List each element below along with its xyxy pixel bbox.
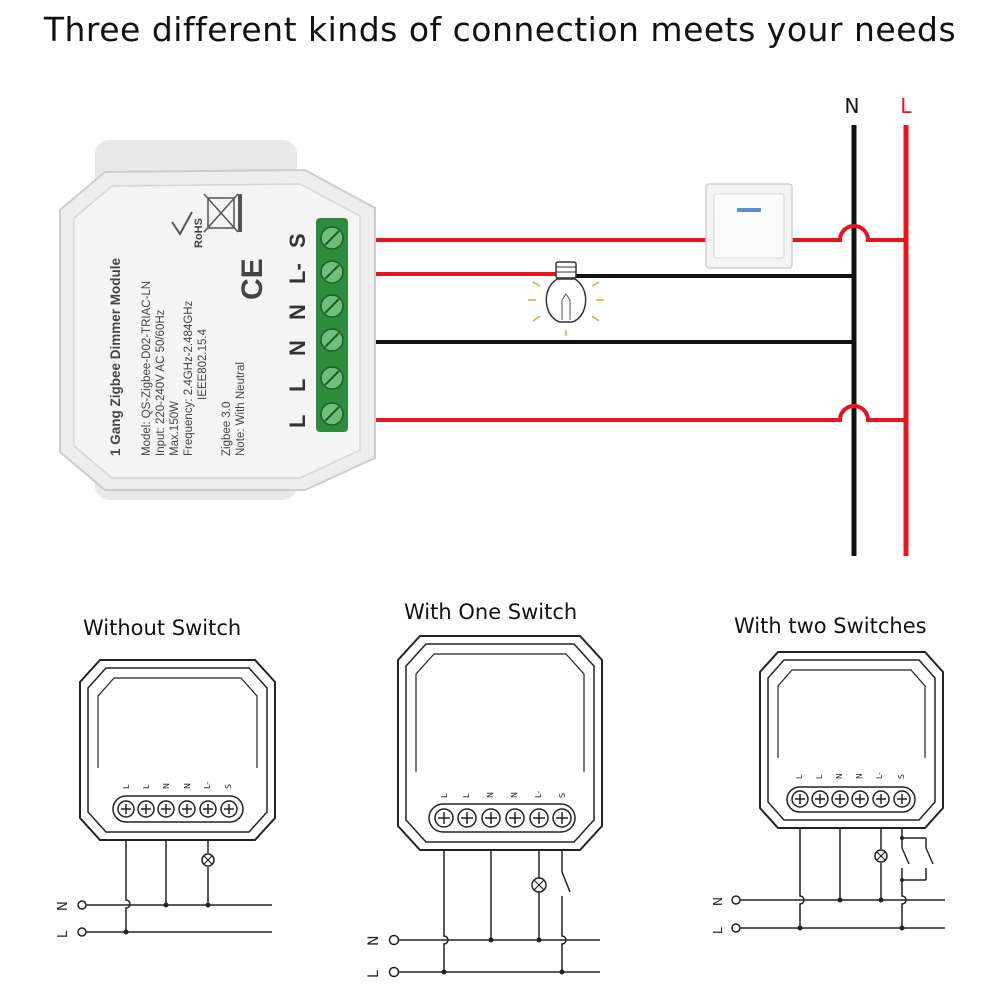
module-zigbee: Zigbee 3.0 (221, 402, 233, 456)
terminal-label-s: S (285, 233, 310, 248)
module-spec-max: Max.150W (169, 401, 181, 456)
main-wiring: N L (59, 94, 912, 556)
terminal-label-n2: N (285, 304, 310, 320)
page-title: Three different kinds of connection meet… (43, 10, 957, 49)
d1-term-label: L (142, 784, 151, 789)
live-bus-label: L (900, 94, 912, 118)
d3-term-label: L (795, 774, 804, 779)
terminal-label-n1: N (285, 340, 310, 356)
brand-check-icon (171, 211, 193, 236)
module-name: 1 Gang Zigbee Dimmer Module (108, 257, 123, 456)
terminal-block (316, 218, 348, 432)
diagram-title-with-one-switch: With One Switch (404, 600, 578, 624)
weee-icon (203, 193, 242, 233)
d2-neutral-label: N (366, 936, 382, 946)
d1-neutral-label: N (56, 901, 71, 911)
d2-term-label: L (440, 793, 449, 798)
diagram-title-without-switch: Without Switch (83, 616, 242, 640)
wall-switch-icon (705, 183, 793, 269)
d3-term-label: L- (875, 772, 884, 779)
d3-neutral-label: N (711, 897, 725, 906)
d3-term-label: N (835, 773, 844, 779)
lamp-symbol (201, 853, 215, 867)
d2-term-label: N (510, 792, 519, 798)
d3-term-label: L (815, 774, 824, 779)
module-spec-ieee: IEEE802.15.4 (197, 328, 209, 400)
d3-live-label: L (711, 927, 725, 934)
bulb-icon (528, 261, 604, 336)
module-spec-frequency: Frequency: 2.4GHz-2.484GHz (183, 300, 195, 456)
wire-live (345, 404, 906, 422)
module-spec-input: Input: 220-240V AC 50/60Hz (155, 309, 167, 456)
d3-term-label: S (897, 774, 906, 779)
d2-term-label: L- (534, 791, 543, 798)
d1-live-label: L (56, 930, 71, 938)
d1-term-label: N (162, 783, 171, 789)
terminal-label-l1: L (285, 415, 310, 428)
diagram-with-two-switches: L L N N L- S (711, 651, 945, 934)
d1-term-label: N (183, 783, 192, 789)
terminal-label-lout: L- (285, 263, 310, 284)
diagram-without-switch: L L N N L- S (56, 659, 276, 938)
module-note: Note: With Neutral (235, 362, 247, 456)
d1-term-label: L (122, 784, 131, 789)
dimmer-module: 1 Gang Zigbee Dimmer Module Model: QS-Zi… (59, 140, 376, 500)
rohs-label: RoHS (193, 218, 205, 248)
wire-switch-to-live (790, 224, 906, 242)
ce-mark: CE (236, 258, 269, 300)
lamp-symbol (874, 849, 888, 863)
lamp-symbol (531, 877, 547, 893)
d2-term-label: S (558, 793, 567, 798)
d2-term-label: N (486, 792, 495, 798)
d2-live-label: L (366, 970, 382, 978)
neutral-bus-label: N (845, 94, 860, 118)
d1-term-label: L- (203, 782, 212, 789)
diagram-with-one-switch: L L N N L- S (366, 635, 603, 978)
d3-term-label: N (855, 773, 864, 779)
module-spec-model: Model: QS-Zigbee-D02-TRIAC-LN (141, 281, 153, 456)
diagram-title-with-two-switches: With two Switches (734, 614, 927, 638)
d2-term-label: L (462, 793, 471, 798)
d1-term-label: S (224, 784, 233, 789)
terminal-label-l2: L (285, 379, 310, 392)
